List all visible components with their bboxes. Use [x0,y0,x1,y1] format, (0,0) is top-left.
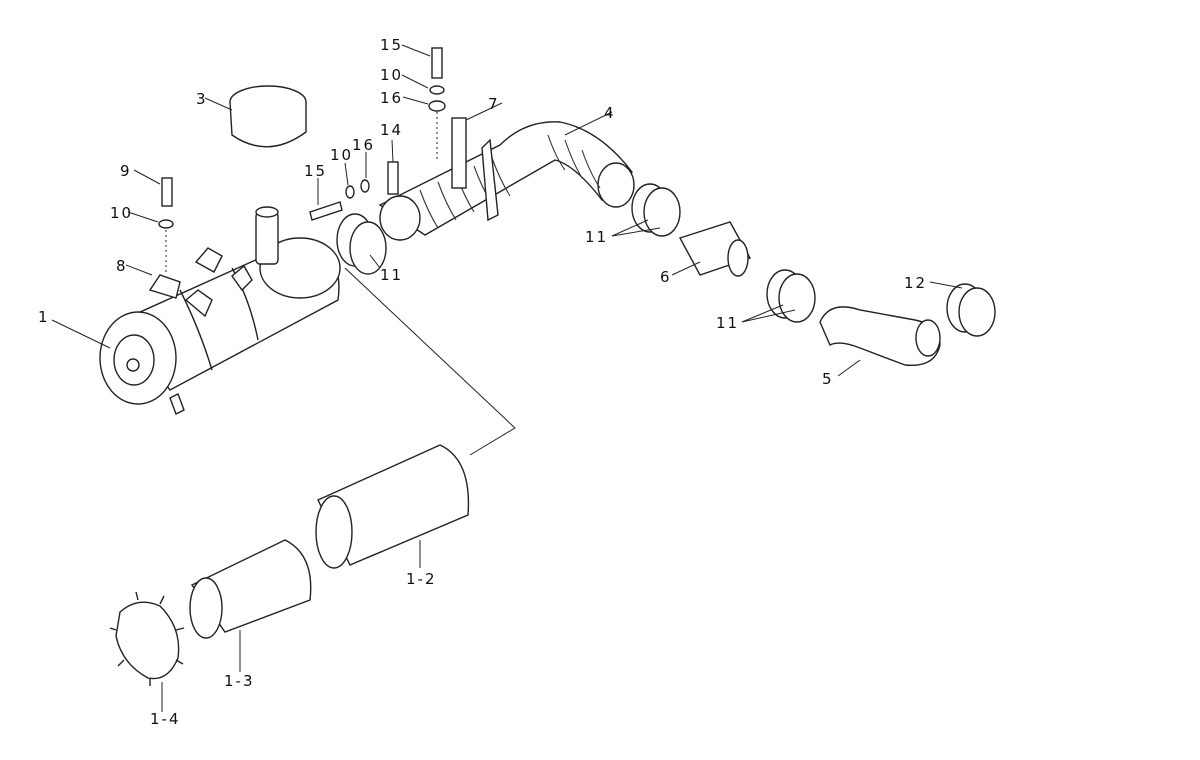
inner-filter-element [189,539,312,639]
callout-11-c: 11 [716,314,739,332]
fasteners [158,47,446,275]
callout-8: 8 [116,257,128,275]
assembly-line [344,267,516,456]
hose-clamps [336,183,996,337]
leader-lines [51,44,963,712]
callout-10-c: 10 [330,146,353,164]
cap-part [229,85,307,148]
bracket-part [451,117,467,189]
air-cleaner-body [99,206,341,415]
callout-6: 6 [660,268,672,286]
callout-11-a: 11 [380,266,403,284]
callout-5: 5 [822,370,834,388]
elbow-hose [378,121,635,241]
callout-11-b: 11 [585,228,608,246]
callout-10-b: 10 [380,66,403,84]
callout-10-a: 10 [110,204,133,222]
outer-filter-element [315,444,470,569]
callout-16-b: 16 [352,136,375,154]
callout-15-b: 15 [304,162,327,180]
callout-1-2: 1-2 [406,570,437,588]
callout-1-3: 1-3 [224,672,255,690]
callout-9: 9 [120,162,132,180]
callout-1-4: 1-4 [150,710,181,728]
elbow-tube [819,306,941,367]
straight-tube [678,221,752,277]
callout-16-a: 16 [380,89,403,107]
callout-3: 3 [196,90,208,108]
callout-labels: 1 3 4 7 9 10 8 15 10 16 14 15 10 16 11 1… [38,36,927,728]
callout-1: 1 [38,308,50,326]
callout-7: 7 [488,95,500,113]
end-cover [109,591,185,686]
callout-4: 4 [604,104,616,122]
callout-15-a: 15 [380,36,403,54]
callout-12: 12 [904,274,927,292]
callout-14: 14 [380,121,403,139]
